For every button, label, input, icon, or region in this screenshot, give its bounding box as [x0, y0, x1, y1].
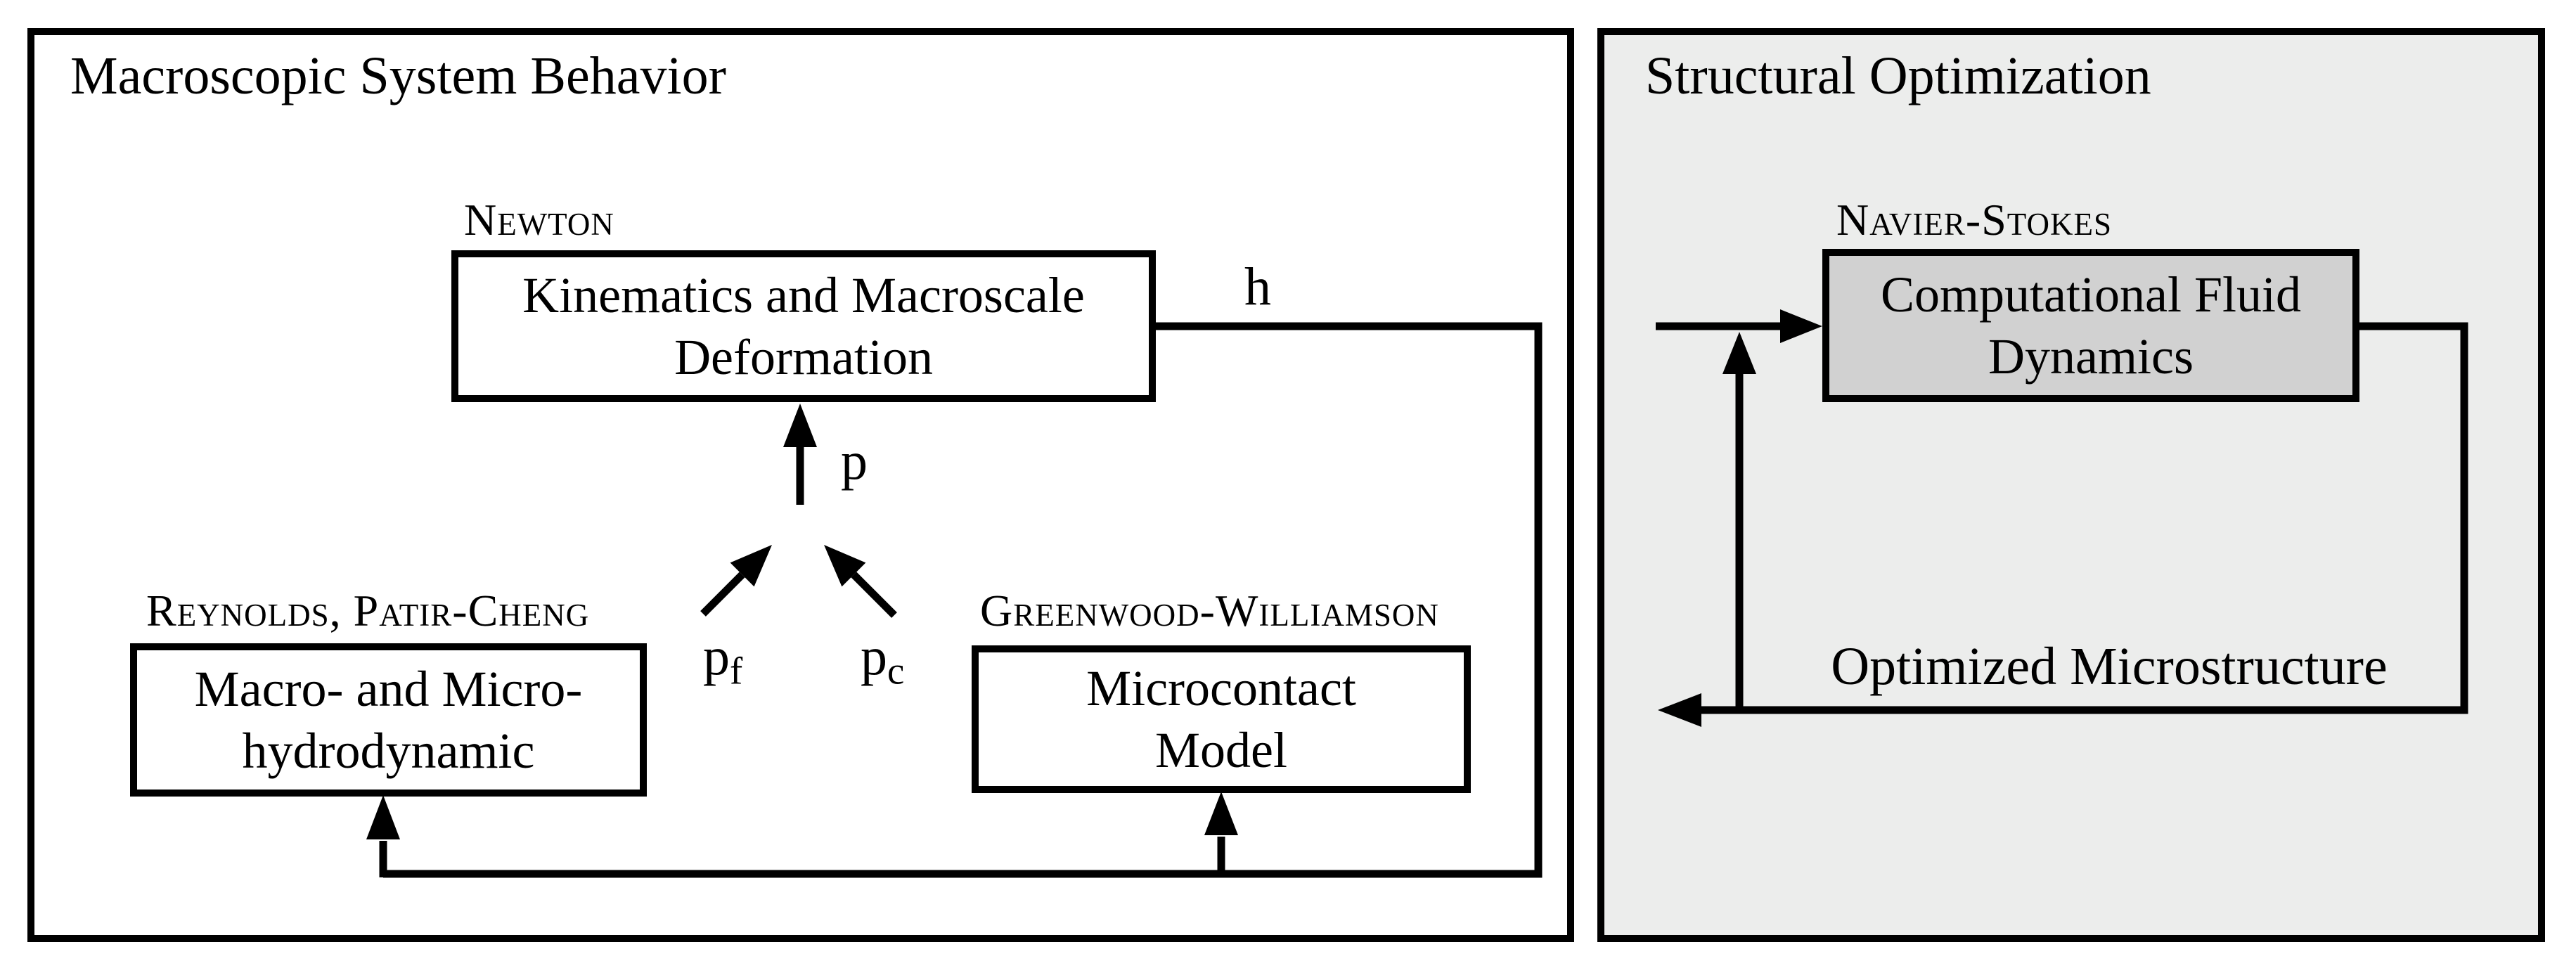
- newton-tag: Newton: [464, 195, 614, 245]
- pf-arrow-wire: [700, 572, 745, 617]
- arrowhead-left-output: [1658, 693, 1701, 727]
- pf-subscript: f: [730, 649, 743, 692]
- microcontact-line2: Model: [1155, 722, 1287, 778]
- arrowhead-up-p: [783, 404, 817, 447]
- arrowhead-diagonal-pf: [730, 545, 772, 587]
- kinematics-line2: Deformation: [674, 329, 933, 385]
- hydrodynamic-line1: Macro- and Micro-: [194, 661, 583, 717]
- pc-subscript: c: [887, 649, 905, 692]
- pf-signal-label: pf: [703, 627, 742, 701]
- pf-base: p: [703, 627, 730, 686]
- navier-stokes-tag: Navier-Stokes: [1836, 195, 2112, 245]
- cfd-line1: Computational Fluid: [1880, 266, 2301, 323]
- h-feedback-wire: [383, 322, 1543, 878]
- kinematics-deformation-box: Kinematics and Macroscale Deformation: [451, 250, 1156, 402]
- p-signal-label: p: [841, 432, 868, 491]
- hydrodynamic-box: Macro- and Micro- hydrodynamic: [130, 643, 647, 797]
- pc-base: p: [861, 627, 887, 686]
- pc-arrow-wire: [851, 572, 897, 618]
- arrowhead-diagonal-pc: [824, 545, 866, 587]
- microcontact-line1: Microcontact: [1086, 660, 1356, 716]
- computational-fluid-dynamics-box: Computational Fluid Dynamics: [1822, 249, 2359, 402]
- arrowhead-up-loop: [1722, 332, 1756, 374]
- h-signal-label: h: [1244, 257, 1271, 316]
- left-panel-title: Macroscopic System Behavior: [70, 46, 726, 105]
- arrowhead-up-hydrodynamic: [366, 795, 400, 839]
- pc-signal-label: pc: [861, 627, 904, 701]
- cfd-output-loop-wire: [1701, 322, 2468, 714]
- microcontact-model-box: Microcontact Model: [972, 645, 1471, 793]
- reynolds-patir-cheng-tag: Reynolds, Patir-Cheng: [146, 586, 590, 636]
- kinematics-line1: Kinematics and Macroscale: [522, 267, 1085, 323]
- arrowhead-up-microcontact: [1204, 792, 1238, 835]
- optimized-microstructure-label: Optimized Microstructure: [1831, 637, 2388, 696]
- arrowhead-right-cfd: [1780, 309, 1822, 343]
- right-panel-title: Structural Optimization: [1645, 46, 2151, 105]
- greenwood-williamson-tag: Greenwood-Williamson: [980, 586, 1439, 636]
- hydrodynamic-line2: hydrodynamic: [242, 723, 535, 779]
- cfd-line2: Dynamics: [1988, 328, 2194, 385]
- structural-optimization-panel: [1597, 28, 2545, 942]
